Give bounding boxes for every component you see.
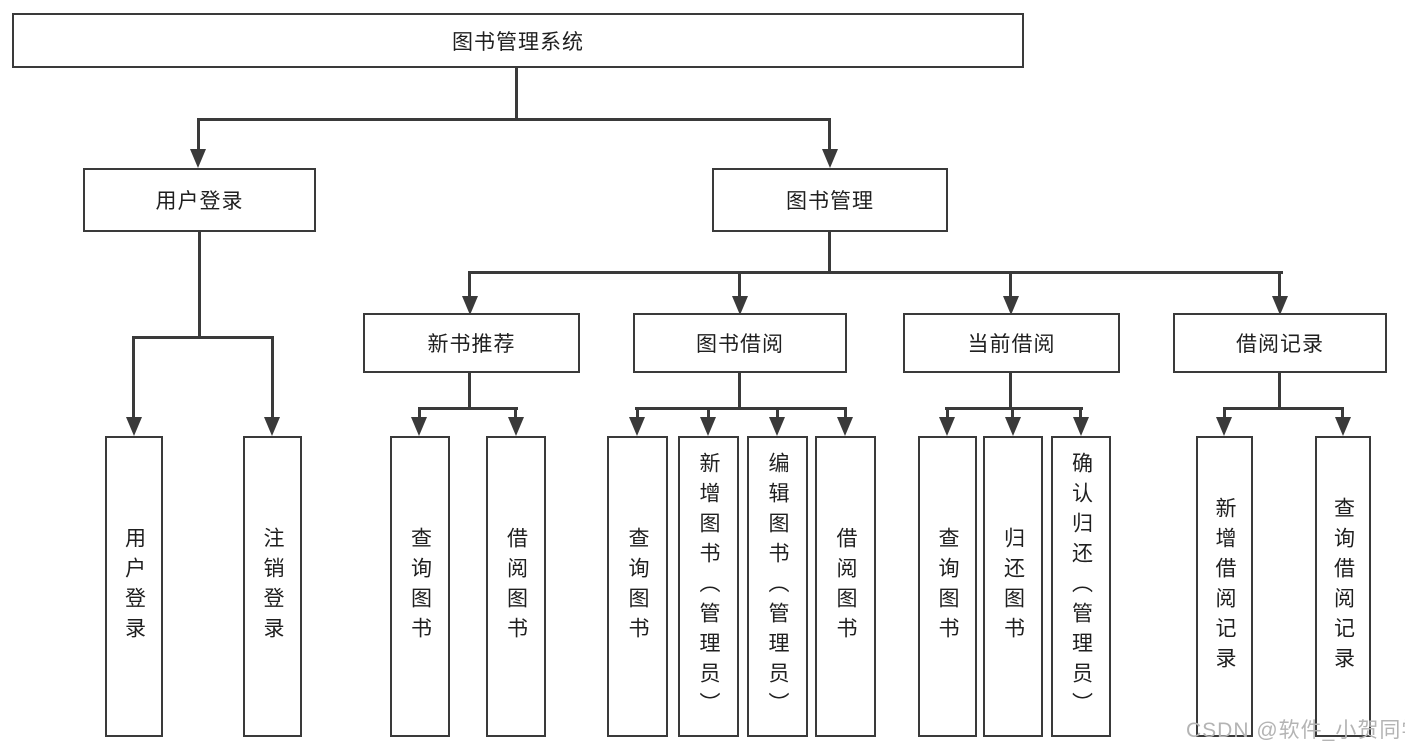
connector-stem [1278,373,1281,410]
node-book-management: 图书管理 [712,168,948,232]
arrowhead-down-icon [1272,296,1288,315]
arrowhead-down-icon [508,417,524,436]
arrowhead-down-icon [462,296,478,315]
connector-root-stem [515,68,518,120]
connector-drop [132,336,135,419]
leaf-user-login: 用户登录 [105,436,163,737]
leaf-logout: 注销登录 [243,436,302,737]
connector-drop [1009,271,1012,299]
connector-bar [1223,407,1344,410]
connector-drop [468,271,471,299]
leaf-borrow-books-2: 借阅图书 [815,436,876,737]
connector-mgmt-stem [828,232,831,274]
leaf-label: 新增借阅记录 [1213,496,1236,677]
arrowhead-down-icon [700,417,716,436]
arrowhead-down-icon [732,296,748,315]
connector-stem [1009,373,1012,410]
connector-login-stem [198,232,201,339]
leaf-add-borrow-record: 新增借阅记录 [1196,436,1253,737]
connector-mgmt-drop [828,118,831,152]
connector-drop [636,407,639,419]
connector-bar [418,407,518,410]
arrowhead-down-icon [411,417,427,436]
node-label: 图书管理 [786,190,874,213]
connector-drop [271,336,274,419]
connector-level1-bar [197,118,831,121]
leaf-query-books-3: 查询图书 [918,436,977,737]
node-label: 用户登录 [155,190,244,213]
connector-login-drop [197,118,200,152]
node-user-login: 用户登录 [83,168,316,232]
leaf-edit-book-admin: 编辑图书（管理员） [747,436,808,737]
connector-level2-bar [468,271,1283,274]
connector-drop [418,407,421,419]
node-label: 借阅记录 [1236,333,1324,356]
node-current-borrow: 当前借阅 [903,313,1120,373]
leaf-label: 用户登录 [122,526,146,647]
leaf-confirm-return-admin: 确认归还（管理员） [1051,436,1111,737]
connector-drop [707,407,710,419]
arrowhead-down-icon [264,417,280,436]
node-label: 当前借阅 [967,333,1056,356]
connector-bar [945,407,1083,410]
connector-drop [776,407,779,419]
leaf-label: 编辑图书（管理员） [766,451,789,722]
leaf-query-borrow-record: 查询借阅记录 [1315,436,1371,737]
leaf-label: 查询图书 [936,526,959,647]
node-label: 新书推荐 [427,333,516,356]
arrowhead-down-icon [1335,417,1351,436]
leaf-add-book-admin: 新增图书（管理员） [678,436,739,737]
node-root-label: 图书管理系统 [452,30,584,54]
arrowhead-down-icon [769,417,785,436]
connector-drop [1011,407,1014,419]
leaf-label: 确认归还（管理员） [1069,451,1093,722]
node-book-borrow: 图书借阅 [633,313,847,373]
connector-drop [1278,271,1281,299]
leaf-label: 借阅图书 [834,526,857,647]
leaf-label: 新增图书（管理员） [697,451,720,722]
leaf-label: 借阅图书 [504,526,528,647]
connector-drop [738,271,741,299]
connector-stem [468,373,471,410]
node-borrow-records: 借阅记录 [1173,313,1387,373]
leaf-label: 查询图书 [408,526,432,647]
node-label: 图书借阅 [696,333,784,356]
arrowhead-down-icon [1005,417,1021,436]
arrowhead-down-icon [939,417,955,436]
watermark: CSDN @软件_小贺同学 [1186,719,1405,742]
connector-stem [738,373,741,410]
connector-drop [844,407,847,419]
connector-drop [1341,407,1344,419]
arrowhead-down-icon [1003,296,1019,315]
connector-drop [1223,407,1226,419]
leaf-label: 查询借阅记录 [1331,496,1355,677]
connector-login-bar [132,336,274,339]
arrowhead-down-icon [822,149,838,168]
leaf-return-book: 归还图书 [983,436,1043,737]
arrowhead-down-icon [1073,417,1089,436]
connector-drop [1079,407,1082,419]
arrowhead-down-icon [190,149,206,168]
leaf-label: 归还图书 [1001,526,1025,647]
node-root: 图书管理系统 [12,13,1024,68]
connector-drop [946,407,949,419]
leaf-label: 查询图书 [626,526,649,647]
connector-drop [514,407,517,419]
leaf-label: 注销登录 [261,526,284,647]
node-new-book-recommend: 新书推荐 [363,313,580,373]
arrowhead-down-icon [126,417,142,436]
connector-bar [635,407,847,410]
arrowhead-down-icon [837,417,853,436]
arrowhead-down-icon [629,417,645,436]
leaf-borrow-books-1: 借阅图书 [486,436,546,737]
leaf-query-books-2: 查询图书 [607,436,668,737]
leaf-query-books-1: 查询图书 [390,436,450,737]
arrowhead-down-icon [1216,417,1232,436]
